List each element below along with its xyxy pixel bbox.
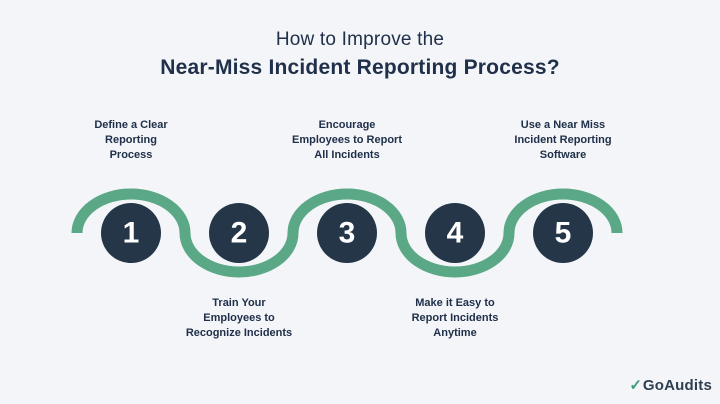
step-node-2: 2 bbox=[209, 203, 269, 263]
step-label-5: Use a Near Miss Incident Reporting Softw… bbox=[514, 119, 612, 161]
step-circle-1 bbox=[101, 203, 161, 263]
step-label-1: Define a Clear Reporting Process bbox=[94, 119, 168, 161]
step-label-2: Train Your Employees to Recognize Incide… bbox=[185, 297, 293, 339]
step-number-5: 5 bbox=[555, 217, 572, 250]
title-line-1: How to Improve the bbox=[275, 29, 445, 50]
step-circle-4 bbox=[425, 203, 485, 263]
step-node-1: 1 bbox=[101, 203, 161, 263]
step-number-2: 2 bbox=[231, 217, 248, 250]
checkmark-icon: ✓ bbox=[629, 377, 642, 394]
step-number-3: 3 bbox=[339, 217, 356, 250]
goaudits-logo: ✓ GoAudits bbox=[629, 377, 712, 395]
step-circle-2 bbox=[209, 203, 269, 263]
step-node-3: 3 bbox=[317, 203, 377, 263]
step-number-1: 1 bbox=[123, 217, 140, 250]
wave-line bbox=[71, 188, 623, 278]
step-circle-5 bbox=[533, 203, 593, 263]
logo-text: GoAudits bbox=[642, 377, 712, 394]
step-node-5: 5 bbox=[533, 203, 593, 263]
step-label-3: Encourage Employees to Report All Incide… bbox=[291, 119, 403, 161]
step-node-4: 4 bbox=[425, 203, 485, 263]
step-label-4: Make it Easy to Report Incidents Anytime bbox=[411, 297, 499, 339]
page-title: How to Improve the Near-Miss Incident Re… bbox=[0, 29, 720, 80]
step-circle-3 bbox=[317, 203, 377, 263]
step-number-4: 4 bbox=[447, 217, 464, 250]
title-line-2: Near-Miss Incident Reporting Process? bbox=[160, 56, 560, 79]
